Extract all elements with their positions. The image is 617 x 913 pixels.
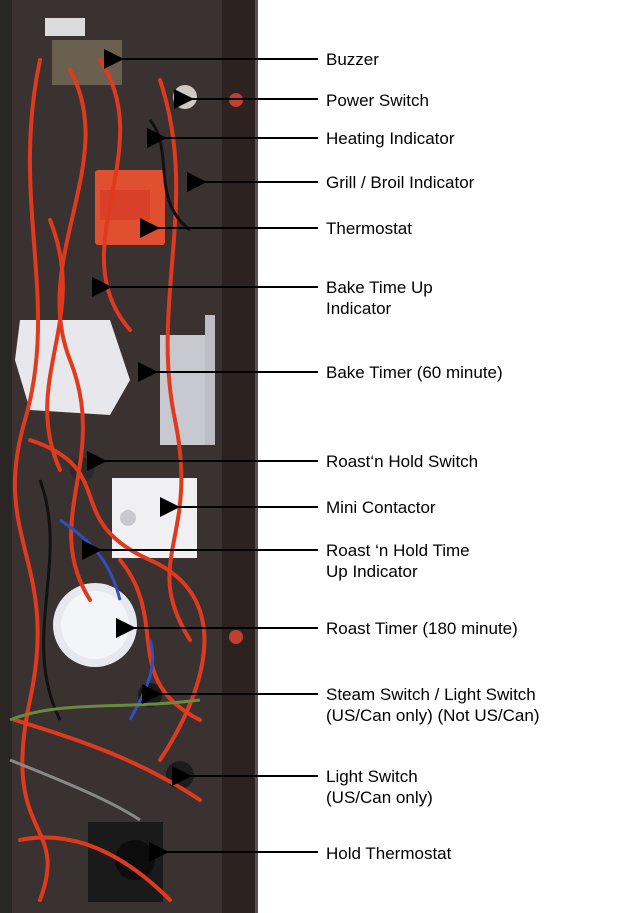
- label-roast-n-hold-switch: Roast‘n Hold Switch: [326, 452, 479, 471]
- label-roast-timer: Roast Timer (180 minute): [326, 619, 518, 638]
- label-hold-thermostat: Hold Thermostat: [326, 844, 452, 863]
- label-buzzer: Buzzer: [326, 50, 379, 69]
- label-steam-switch-light-switch: Steam Switch / Light Switch(US/Can only)…: [326, 685, 540, 725]
- label-power-switch: Power Switch: [326, 91, 429, 110]
- label-heating-indicator: Heating Indicator: [326, 129, 455, 148]
- label-grill-broil-indicator: Grill / Broil Indicator: [326, 173, 475, 192]
- label-thermostat: Thermostat: [326, 219, 412, 238]
- label-mini-contactor: Mini Contactor: [326, 498, 436, 517]
- oven-control-panel-photo: [0, 0, 258, 913]
- label-light-switch: Light Switch(US/Can only): [326, 767, 433, 807]
- label-bake-timer: Bake Timer (60 minute): [326, 363, 503, 382]
